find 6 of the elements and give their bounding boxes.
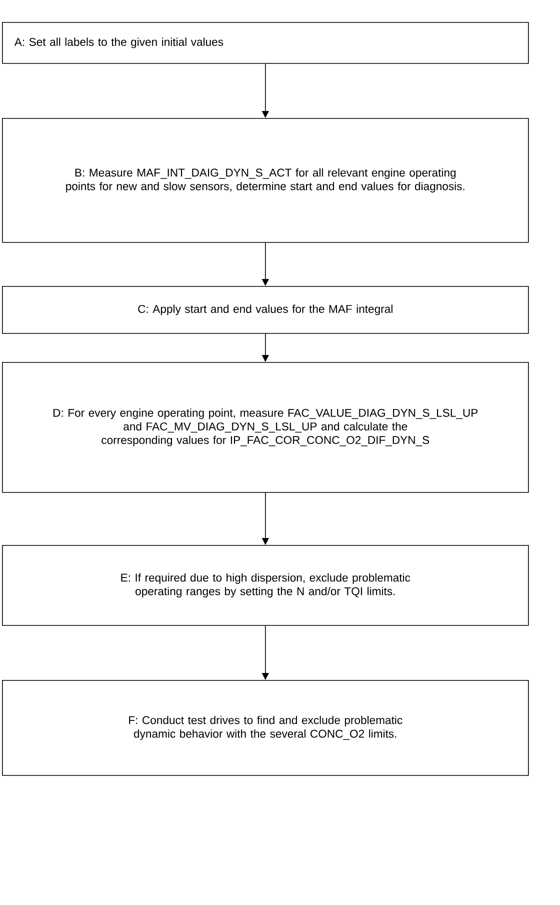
process-box: A: Set all labels to the given initial values — [2, 22, 529, 64]
process-box: E: If required due to high dispersion, exclude problematic operating ranges by setting the N and/or TQI limits. — [2, 545, 529, 626]
process-box: C: Apply start and end values for the MAF integral — [2, 286, 529, 334]
process-box: F: Conduct test drives to find and exclude problematic dynamic behavior with the several CONC_O2 limits. — [2, 680, 529, 776]
process-box: B: Measure MAF_INT_DAIG_DYN_S_ACT for all relevant engine operating points for new and slow sensors, determine start and end values for diagnosis. — [2, 118, 529, 243]
process-box: D: For every engine operating point, measure FAC_VALUE_DIAG_DYN_S_LSL_UP and FAC_MV_DIAG_DYN_S_LSL_UP and calculate the corresponding values for IP_FAC_COR_CONC_O2_DIF_DYN_S — [2, 362, 529, 493]
